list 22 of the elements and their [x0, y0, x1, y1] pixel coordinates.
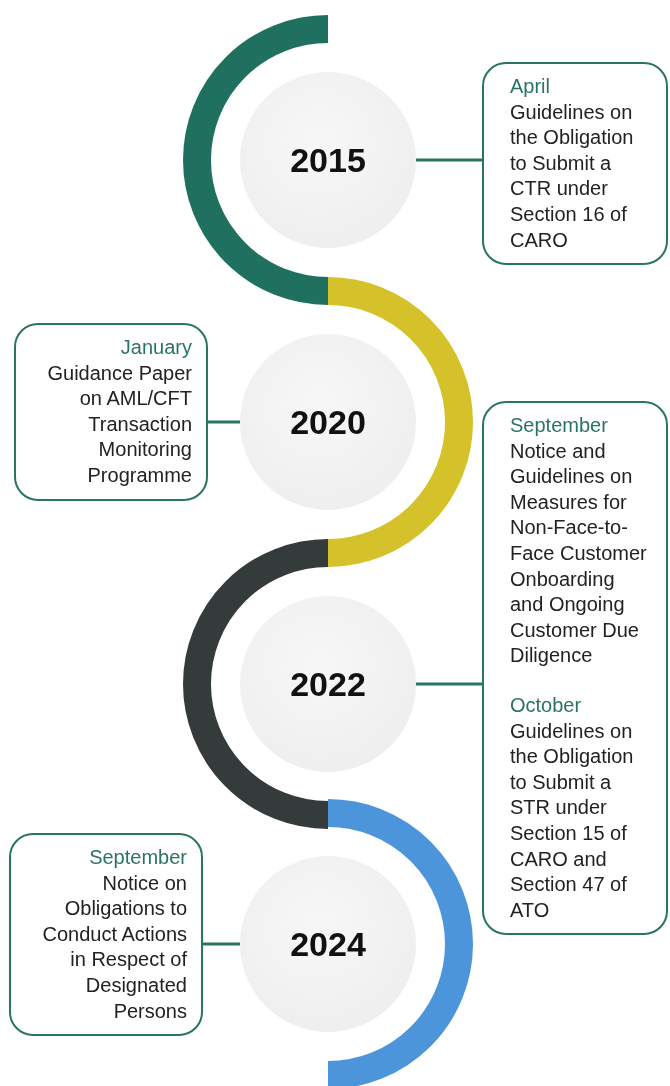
month-heading: April — [510, 74, 551, 99]
year-label: 2024 — [290, 924, 366, 964]
event-card — [9, 833, 203, 1037]
event-description: Notice on Obligations to Conduct Actions in Respect of Designated Persons — [41, 870, 187, 1024]
event-description: Guidance Paper on AML/CFT Transaction Monitoring Programme — [46, 360, 192, 488]
month-heading: September — [88, 845, 187, 870]
event-description: Guidelines on the Obligation to Submit a CTR under Section 16 of CARO — [510, 99, 635, 253]
event-card — [482, 401, 668, 936]
month-heading: October — [510, 692, 583, 718]
connector-line — [416, 682, 482, 686]
event-card — [482, 62, 668, 266]
year-label: 2015 — [290, 140, 366, 180]
event-card — [14, 323, 208, 501]
month-heading: September — [510, 413, 609, 438]
connector-line — [416, 158, 482, 162]
connector-line — [208, 420, 240, 424]
year-label: 2020 — [290, 402, 366, 442]
connector-line — [203, 942, 240, 946]
month-heading: January — [119, 335, 192, 360]
year-label: 2022 — [290, 664, 366, 704]
event-description: Notice and Guidelines on Measures for Non-Face-to-Face Customer Onboarding and Ongoing Customer Due Diligence — [510, 438, 648, 669]
event-description: Guidelines on the Obligation to Submit a STR under Section 15 of CARO and Section 47 of ATO — [510, 718, 635, 923]
